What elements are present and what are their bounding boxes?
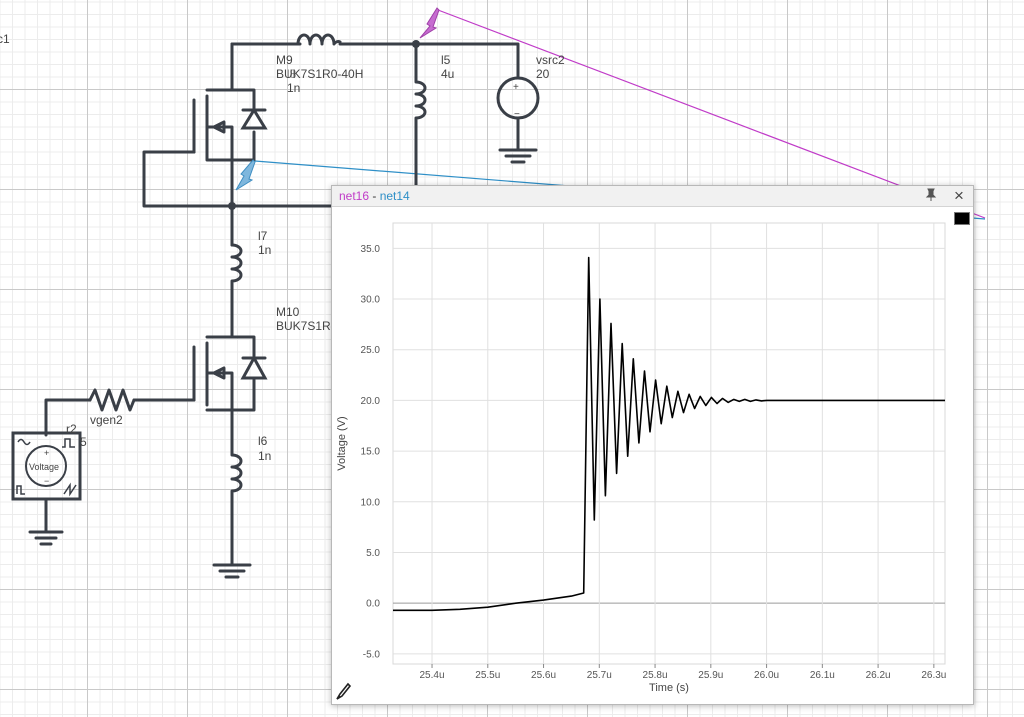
svg-text:+: + (44, 448, 49, 458)
mosfet-m9[interactable] (192, 88, 268, 162)
plot-title: net16 - net14 (339, 189, 410, 203)
close-icon[interactable]: × (954, 186, 964, 205)
wire-top-rail[interactable] (230, 42, 520, 80)
x-tick-label: 25.7u (587, 670, 612, 681)
wire-m9-gate-loop[interactable] (142, 150, 342, 208)
x-tick-label: 25.8u (643, 670, 668, 681)
wire-m10-gate[interactable] (44, 398, 196, 437)
probe-tool-icon[interactable] (335, 681, 353, 701)
probe-line-net16 (437, 9, 986, 219)
x-tick-label: 26.3u (921, 670, 946, 681)
label-l7-name: l7 (258, 229, 268, 243)
y-tick-label: 10.0 (361, 497, 381, 508)
title-net-a: net16 (339, 189, 370, 203)
x-tick-label: 26.0u (754, 670, 779, 681)
y-axis-label: Voltage (V) (336, 416, 348, 470)
inductor-l6[interactable] (230, 408, 243, 567)
label-m10-name: M10 (276, 305, 300, 319)
label-r2-value: 5 (80, 435, 87, 449)
y-tick-label: 25.0 (361, 345, 381, 356)
label-l7-value: 1n (258, 243, 271, 257)
x-tick-label: 26.2u (866, 670, 891, 681)
y-tick-label: 5.0 (366, 548, 380, 559)
resistor-r2[interactable] (88, 388, 136, 412)
x-axis-label: Time (s) (649, 682, 689, 694)
y-tick-label: 30.0 (361, 295, 381, 306)
label-l6-value: 1n (258, 449, 271, 463)
label-vsrc2-value: 20 (536, 67, 550, 81)
svg-text:+: + (513, 82, 519, 93)
svg-text:−: − (514, 109, 520, 120)
x-tick-label: 26.1u (810, 670, 835, 681)
voltage-chart: -5.0 0.0 5.0 10.0 15.0 20.0 25.0 30.0 35.0 25.4u 2… (336, 222, 946, 694)
x-tick-label: 25.6u (531, 670, 556, 681)
label-l6-name: l6 (258, 434, 268, 448)
vgen-label: Voltage (29, 462, 59, 472)
ground-l6[interactable] (212, 563, 252, 579)
inductor-l7[interactable] (230, 243, 243, 339)
series-line (393, 256, 945, 612)
inductor-l8[interactable] (296, 33, 342, 46)
y-tick-label: -5.0 (363, 649, 381, 660)
label-vsrc2-name: vsrc2 (536, 53, 565, 67)
mosfet-m10[interactable] (192, 335, 268, 412)
label-l5-name: l5 (441, 53, 451, 67)
series-color-swatch[interactable] (954, 212, 970, 225)
title-separator: - (369, 189, 380, 203)
pulse-generator-vgen2[interactable]: + − Voltage (11, 431, 82, 546)
label-partial: c1 (0, 32, 10, 46)
voltage-source-vsrc2[interactable]: + − (496, 76, 540, 164)
plot-area (392, 222, 946, 665)
title-net-b: net14 (379, 189, 410, 203)
label-l8-name: l8 (287, 67, 297, 81)
y-tick-label: 35.0 (361, 244, 381, 255)
label-l5-value: 4u (441, 67, 454, 81)
label-l8-value: 1n (287, 81, 300, 95)
y-tick-label: 15.0 (361, 447, 381, 458)
x-tick-label: 25.9u (698, 670, 723, 681)
svg-text:−: − (44, 476, 49, 486)
label-vgen2-name: vgen2 (90, 413, 123, 427)
plot-titlebar[interactable]: net16 - net14 × (332, 186, 973, 207)
x-tick-label: 25.5u (475, 670, 500, 681)
label-m10-model: BUK7S1R (276, 319, 331, 333)
y-tick-label: 0.0 (366, 599, 380, 610)
probe-arrow-net16-icon[interactable] (419, 7, 440, 39)
y-tick-label: 20.0 (361, 396, 381, 407)
label-m9-model: BUK7S1R0-40H (276, 67, 363, 81)
pin-icon[interactable] (923, 188, 939, 204)
probe-arrow-net14-icon[interactable] (235, 159, 256, 191)
label-r2-name: r2 (66, 422, 77, 436)
label-m9-name: M9 (276, 53, 293, 67)
inductor-l5[interactable] (414, 42, 427, 188)
junction-mid (228, 202, 236, 210)
plot-window[interactable]: net16 - net14 × -5.0 0.0 5.0 10.0 15.0 20.0 25… (331, 185, 974, 705)
x-tick-label: 25.4u (420, 670, 445, 681)
